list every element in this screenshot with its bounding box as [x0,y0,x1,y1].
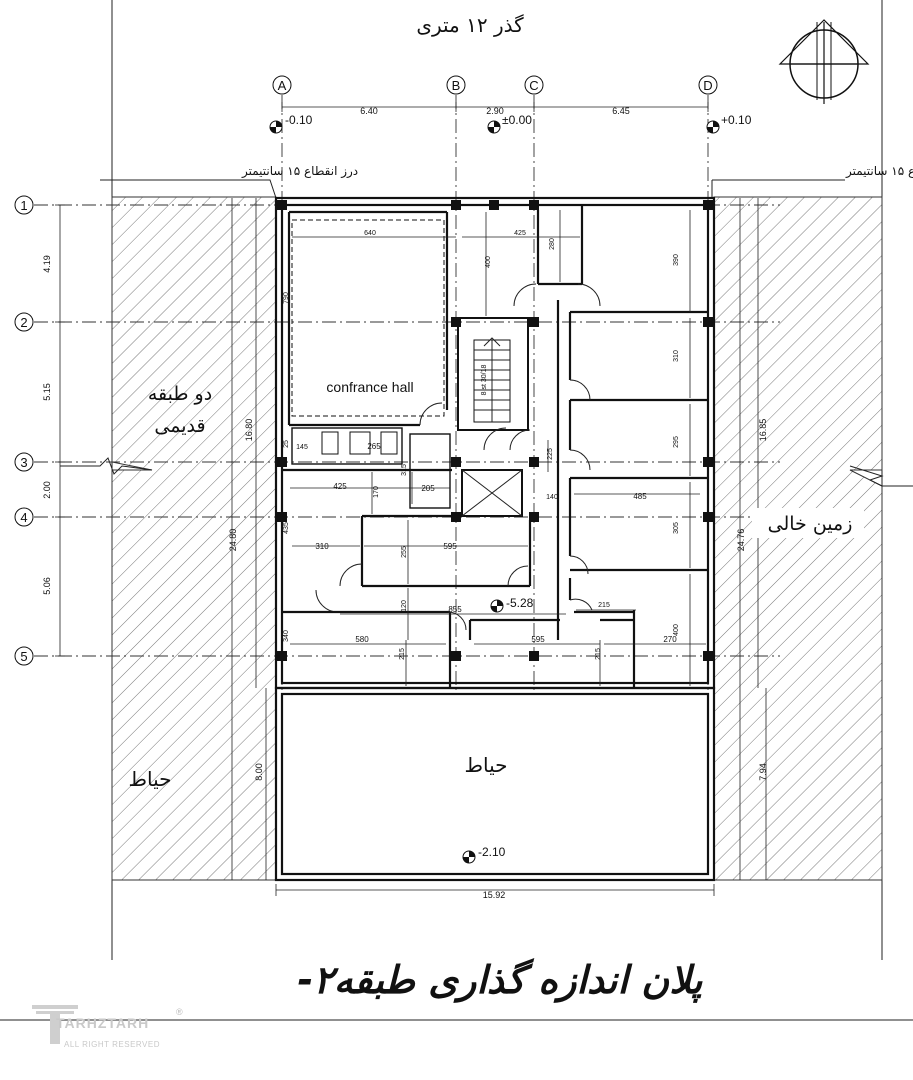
dim-295: 295 [673,436,680,448]
dim-485: 485 [633,492,647,501]
north-arrow-icon [778,19,870,104]
span-a-b: 6.40 [360,106,378,116]
dim-265: 265 [367,442,381,451]
dim-280: 280 [549,238,556,250]
dim-145: 145 [296,444,308,451]
dim-270: 270 [663,635,677,644]
dim-25: 25 [283,440,290,448]
hall-label: confrance hall [326,379,413,395]
expansion-joint-leaders [100,179,845,199]
dim-425-mid: 425 [333,482,347,491]
dim-595-low: 595 [531,635,545,644]
dim-595-mid: 595 [443,542,457,551]
yard-left-label: حیاط [129,767,172,791]
overall-right: 24.76 [736,529,746,552]
dim-790: 790 [283,292,290,304]
brand-subtitle: ALL RIGHT RESERVED [64,1040,160,1049]
grid-label-2: 2 [20,315,27,330]
neighbor-right-hatch [713,196,883,881]
dim-310-left: 310 [315,542,329,551]
overall-left: 24.80 [228,529,238,552]
grid-bubbles-numbers: 1 2 3 4 5 [14,195,34,666]
dim-225: 225 [547,448,554,460]
grid-label-5: 5 [20,649,27,664]
level-top-d: +0.10 [721,113,752,127]
yard-center-label: حیاط [465,753,508,777]
inner-dimension-lines [275,210,715,896]
stair-label: 8 st 30/18 [481,365,488,396]
neighbor-right-label: زمین خالی [768,513,853,535]
span-c-d: 6.45 [612,106,630,116]
yard-right-dim: 7.94 [758,763,768,781]
street-label: گذر ۱۲ متری [416,13,524,37]
expansion-joint-left: درز انقطاع ۱۵ سانتیمتر [241,164,358,179]
grid-label-d: D [703,78,712,93]
grid-label-b: B [452,78,461,93]
dim-425-top: 425 [514,230,526,237]
yard-left-dim: 8.00 [254,763,264,781]
dim-340: 340 [283,630,290,642]
grid-label-3: 3 [20,455,27,470]
dim-215-low-right: 215 [595,648,602,660]
dim-855: 855 [448,605,462,614]
conference-hall-room [287,210,449,427]
brand-mark: ® [176,1007,183,1017]
left-sub: 16.80 [244,419,254,442]
bottom-total: 15.92 [483,890,506,900]
expansion-joint-right: درز انقطاع ۱۵ سانتیمتر [845,164,913,179]
right-rooms [513,205,708,688]
building-outline [274,196,716,882]
neighbor-left-line2: قدیمی [154,415,205,437]
left-span-1-2: 4.19 [42,255,52,273]
dim-205: 205 [421,484,435,493]
level-top-b: ±0.00 [502,113,532,127]
dim-255: 255 [401,546,408,558]
dim-310-right: 310 [673,350,680,362]
dim-390: 390 [673,254,680,266]
brand-name: TARHZTARH [56,1015,150,1031]
span-b-c: 2.90 [486,106,504,116]
level-marker-icon [269,120,720,864]
top-dimension [281,102,709,112]
dim-640: 640 [364,230,376,237]
dim-140: 140 [546,494,558,501]
grid-label-a: A [278,78,287,93]
level-top-a: -0.10 [285,113,313,127]
left-span-3-4: 2.00 [42,481,52,499]
dim-580: 580 [355,635,369,644]
dim-170: 170 [373,486,380,498]
wc-block [291,427,451,509]
brand-logo-icon: ® [32,1005,183,1044]
grid-bubbles-letters: A B C D [272,75,718,95]
left-span-2-3: 5.15 [42,383,52,401]
break-symbol-icon [60,457,913,487]
grid-label-1: 1 [20,198,27,213]
dim-315: 315 [401,464,408,476]
dim-400-top: 400 [485,256,492,268]
lower-left-rooms [282,468,560,688]
level-bottom: -2.10 [478,845,506,859]
stair-core [457,317,531,517]
left-span-4-5: 5.06 [42,577,52,595]
level-mid: -5.28 [506,596,534,610]
dim-400-low: 400 [673,624,680,636]
plan-title: پلان اندازه گذاری طبقه۲- [297,958,703,1002]
grid-label-c: C [529,78,538,93]
neighbor-left-line1: دو طبقه [148,383,212,405]
grid-label-4: 4 [20,510,27,525]
left-dimensions [55,198,767,880]
dim-120: 120 [401,600,408,612]
right-sub: 16.85 [758,419,768,442]
columns [277,200,713,661]
dim-305: 305 [673,522,680,534]
dim-215-low-left: 215 [399,648,406,660]
dim-215-right: 215 [598,602,610,609]
dim-435: 435 [283,522,290,534]
